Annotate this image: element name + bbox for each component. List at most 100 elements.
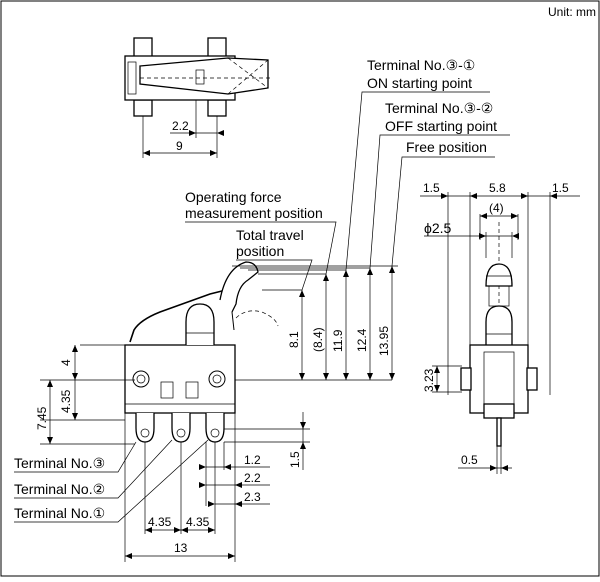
arrow-head [145, 527, 152, 533]
arrow-head [512, 233, 519, 239]
arrow-head [181, 527, 188, 533]
leader-line [369, 134, 510, 269]
terminal-1 [205, 413, 225, 443]
terminal-2 [171, 413, 191, 443]
arrow-head [208, 527, 215, 533]
left-dimensions: 4 4.35 7.45 [35, 344, 135, 445]
dim-12-4: 12.4 [355, 328, 369, 352]
body-slot [160, 381, 174, 399]
mounting-hole [132, 370, 150, 388]
dim-side-5-8: 5.8 [489, 181, 506, 195]
label-terminal-3: Terminal No.③ [14, 455, 105, 471]
dim-side-phi: ϕ2.5 [424, 220, 452, 236]
leader-line [14, 439, 209, 523]
arrow-head [217, 130, 224, 136]
bottom-dimensions: 1.2 2.2 2.3 4.35 4.35 13 [124, 413, 270, 562]
leader-line [185, 221, 337, 275]
top-view-block [207, 37, 227, 59]
dim-side-3-23: 3.23 [422, 368, 436, 392]
leader-line [345, 91, 490, 271]
arrow-head [189, 130, 196, 136]
dim-8-4: (8.4) [311, 327, 325, 352]
terminal-3 [135, 413, 155, 443]
label-total-travel-1: Total travel [236, 227, 304, 243]
side-view-terminal [496, 417, 502, 447]
terminal-labels: Terminal No.③ Terminal No.② Terminal No.… [14, 439, 209, 523]
dim-4-35: 4.35 [59, 389, 73, 413]
leader-line [14, 439, 173, 499]
arrow-head [235, 501, 242, 507]
dim-side-1-5-b: 1.5 [552, 181, 569, 195]
dim-13-95: 13.95 [377, 326, 391, 356]
terminal-hole [140, 428, 150, 438]
arrow-head [208, 501, 215, 507]
label-free-position: Free position [406, 139, 487, 155]
front-view-roller-arm [219, 261, 259, 313]
front-view [124, 261, 279, 443]
dim-2-2: 2.2 [172, 119, 189, 133]
arrow-head [72, 373, 78, 380]
side-view: 1.5 5.8 1.5 (4) ϕ2.5 [420, 181, 580, 474]
arrow-head [521, 193, 528, 199]
arrow-head [299, 290, 305, 297]
arrow-head [47, 437, 53, 444]
arrow-head [224, 464, 231, 470]
arrow-head [343, 373, 349, 380]
terminal-hole [176, 428, 186, 438]
arrow-head [72, 413, 78, 420]
height-dimensions: 8.1 (8.4) 11.9 12.4 13.95 [232, 265, 398, 381]
arrow-head [210, 150, 217, 156]
label-on-start-1: Terminal No.③-① [367, 57, 475, 73]
arrow-head [389, 373, 395, 380]
arrow-head [199, 464, 206, 470]
side-boss [526, 367, 538, 391]
arrow-head [441, 193, 448, 199]
top-view-edge [127, 61, 137, 95]
unit-label: Unit: mm [548, 5, 596, 19]
arrow-head [143, 150, 150, 156]
front-view-plunger [185, 303, 215, 345]
dim-7-45: 7.45 [35, 406, 49, 430]
label-op-force-2: measurement position [185, 205, 323, 221]
label-total-travel-2: position [236, 243, 284, 259]
arrow-head [300, 442, 306, 449]
terminal-height-dimension: 1.5 [224, 412, 310, 470]
dim-side-4: (4) [489, 201, 504, 215]
arrow-head [367, 268, 373, 275]
arrow-head [174, 527, 181, 533]
arrow-head [199, 482, 206, 488]
arrow-head [490, 465, 497, 471]
arrow-head [323, 373, 329, 380]
dim-9: 9 [176, 139, 183, 153]
callouts: Terminal No.③-① ON starting point Termin… [185, 57, 510, 291]
dim-1-5: 1.5 [288, 451, 302, 468]
top-view-slot [195, 69, 205, 85]
side-boss [460, 367, 472, 391]
arrow-head [550, 193, 557, 199]
mounting-hole [208, 370, 226, 388]
dim-2-3: 2.3 [244, 490, 261, 504]
arrow-head [434, 385, 440, 392]
arrow-head [367, 373, 373, 380]
arrow-head [125, 553, 132, 559]
side-view-base [483, 403, 515, 419]
label-terminal-1: Terminal No.① [14, 505, 105, 521]
label-on-start-2: ON starting point [367, 75, 472, 91]
dim-4-35-a: 4.35 [148, 515, 172, 529]
front-view-body [124, 344, 236, 414]
arrow-head [228, 553, 235, 559]
dim-4: 4 [59, 359, 73, 366]
mounting-hole-inner [212, 374, 222, 384]
leader-line [391, 156, 495, 267]
top-view-roller [227, 57, 269, 95]
mounting-hole-inner [136, 374, 146, 384]
dim-8-1: 8.1 [287, 331, 301, 348]
arrow-head [300, 422, 306, 429]
front-view-travel-path [235, 310, 279, 327]
top-view-block [133, 99, 153, 117]
dim-13: 13 [174, 541, 188, 555]
arrow-head [299, 373, 305, 380]
